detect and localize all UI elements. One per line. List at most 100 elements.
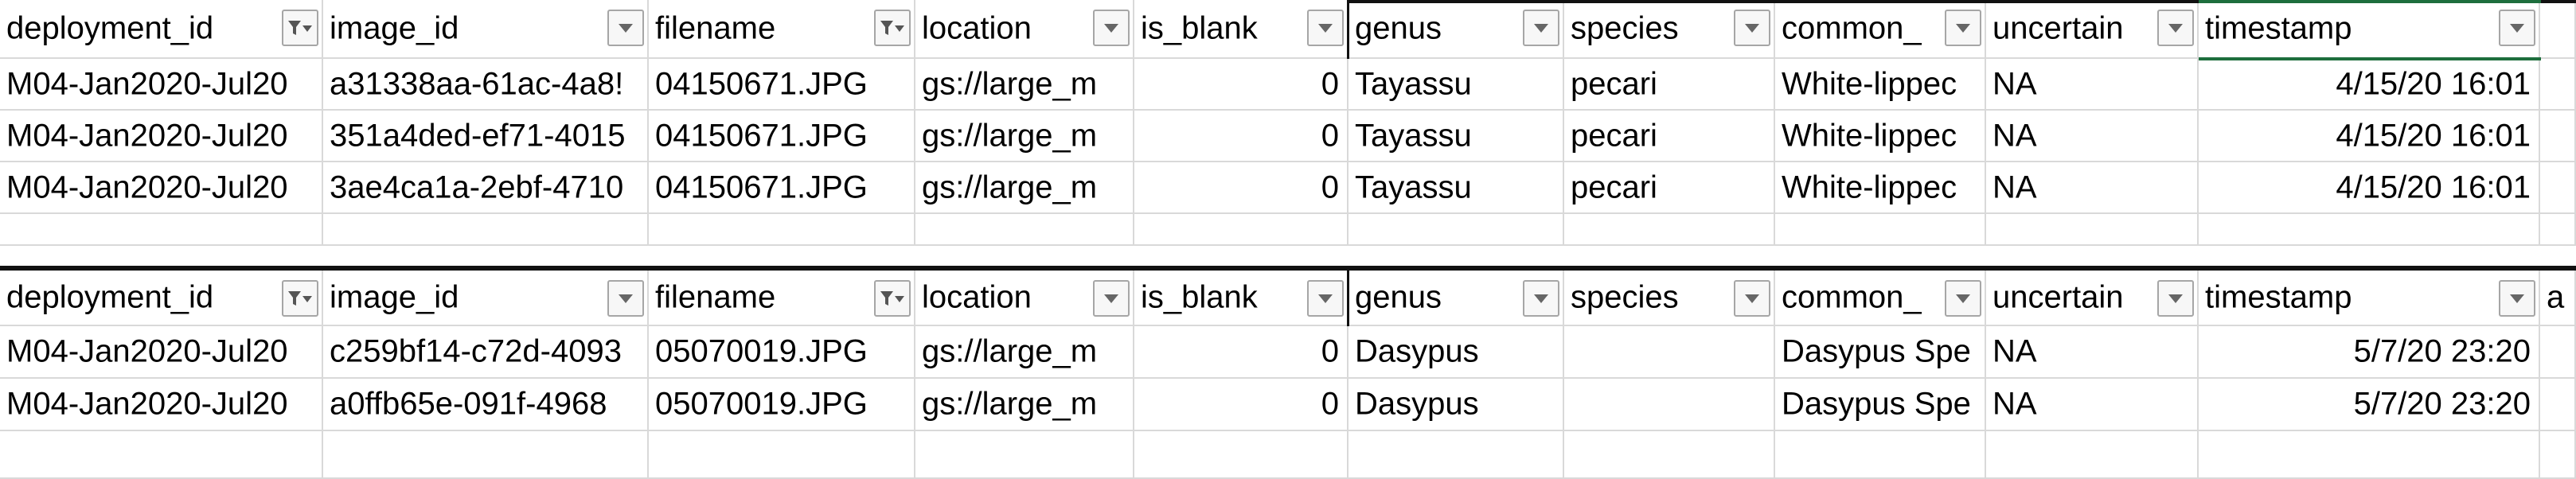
empty-cell[interactable]: [1348, 214, 1564, 246]
cell-is-blank[interactable]: 0: [1134, 59, 1348, 111]
empty-cell[interactable]: [1775, 431, 1986, 479]
cell-filename[interactable]: 04150671.JPG: [649, 59, 915, 111]
column-header-filename[interactable]: filename: [649, 0, 915, 59]
column-header-uncertain[interactable]: uncertain: [1986, 271, 2199, 326]
cell-species[interactable]: [1564, 326, 1775, 379]
cell-filename[interactable]: 05070019.JPG: [649, 326, 915, 379]
column-header-genus[interactable]: genus: [1348, 0, 1564, 59]
column-header-genus[interactable]: genus: [1348, 271, 1564, 326]
column-header-is-blank[interactable]: is_blank: [1134, 0, 1348, 59]
column-header-location[interactable]: location: [915, 0, 1134, 59]
cell-deployment-id[interactable]: M04-Jan2020-Jul20: [0, 59, 323, 111]
cell-species[interactable]: pecari: [1564, 162, 1775, 214]
cell-species[interactable]: pecari: [1564, 59, 1775, 111]
filter-active-icon[interactable]: [874, 280, 911, 317]
cell-filename[interactable]: 04150671.JPG: [649, 162, 915, 214]
column-header-common-name[interactable]: common_: [1775, 0, 1986, 59]
filter-dropdown-icon[interactable]: [1734, 280, 1770, 317]
cell-genus[interactable]: Tayassu: [1348, 111, 1564, 162]
cell-deployment-id[interactable]: M04-Jan2020-Jul20: [0, 379, 323, 431]
column-header-species[interactable]: species: [1564, 0, 1775, 59]
column-header-extra[interactable]: [2540, 0, 2576, 59]
cell-uncertain[interactable]: NA: [1986, 326, 2199, 379]
filter-dropdown-icon[interactable]: [1523, 280, 1559, 317]
filter-dropdown-icon[interactable]: [607, 280, 644, 317]
empty-cell[interactable]: [1564, 431, 1775, 479]
empty-cell[interactable]: [1134, 214, 1348, 246]
filter-dropdown-icon[interactable]: [2499, 280, 2535, 317]
empty-cell[interactable]: [1986, 431, 2199, 479]
filter-dropdown-icon[interactable]: [1734, 10, 1770, 46]
cell-genus[interactable]: Tayassu: [1348, 162, 1564, 214]
column-header-is-blank[interactable]: is_blank: [1134, 271, 1348, 326]
filter-dropdown-icon[interactable]: [2499, 10, 2535, 46]
empty-cell[interactable]: [915, 214, 1134, 246]
cell-common-name[interactable]: White-lippec: [1775, 162, 1986, 214]
cell-common-name[interactable]: White-lippec: [1775, 111, 1986, 162]
empty-cell[interactable]: [2540, 214, 2576, 246]
cell-extra[interactable]: [2540, 379, 2576, 431]
cell-deployment-id[interactable]: M04-Jan2020-Jul20: [0, 326, 323, 379]
cell-deployment-id[interactable]: M04-Jan2020-Jul20: [0, 162, 323, 214]
empty-cell[interactable]: [649, 214, 915, 246]
filter-dropdown-icon[interactable]: [1523, 10, 1559, 46]
cell-is-blank[interactable]: 0: [1134, 111, 1348, 162]
column-header-image-id[interactable]: image_id: [323, 271, 649, 326]
cell-common-name[interactable]: Dasypus Spe: [1775, 379, 1986, 431]
cell-location[interactable]: gs://large_m: [915, 379, 1134, 431]
column-header-image-id[interactable]: image_id: [323, 0, 649, 59]
cell-image-id[interactable]: 351a4ded-ef71-4015: [323, 111, 649, 162]
filter-dropdown-icon[interactable]: [1307, 280, 1344, 317]
filter-dropdown-icon[interactable]: [2157, 10, 2194, 46]
cell-timestamp[interactable]: 4/15/20 16:01: [2199, 111, 2540, 162]
cell-filename[interactable]: 05070019.JPG: [649, 379, 915, 431]
cell-genus[interactable]: Dasypus: [1348, 326, 1564, 379]
column-header-deployment-id[interactable]: deployment_id: [0, 0, 323, 59]
cell-uncertain[interactable]: NA: [1986, 111, 2199, 162]
cell-uncertain[interactable]: NA: [1986, 59, 2199, 111]
cell-timestamp[interactable]: 5/7/20 23:20: [2199, 326, 2540, 379]
empty-cell[interactable]: [2199, 214, 2540, 246]
empty-cell[interactable]: [323, 214, 649, 246]
empty-cell[interactable]: [2199, 431, 2540, 479]
empty-cell[interactable]: [1564, 214, 1775, 246]
filter-dropdown-icon[interactable]: [1307, 10, 1344, 46]
empty-cell[interactable]: [2540, 431, 2576, 479]
cell-image-id[interactable]: c259bf14-c72d-4093: [323, 326, 649, 379]
cell-filename[interactable]: 04150671.JPG: [649, 111, 915, 162]
empty-cell[interactable]: [649, 431, 915, 479]
cell-extra[interactable]: [2540, 162, 2576, 214]
cell-deployment-id[interactable]: M04-Jan2020-Jul20: [0, 111, 323, 162]
cell-species[interactable]: [1564, 379, 1775, 431]
cell-genus[interactable]: Dasypus: [1348, 379, 1564, 431]
column-header-timestamp[interactable]: timestamp: [2199, 0, 2540, 59]
empty-cell[interactable]: [0, 431, 323, 479]
empty-cell[interactable]: [1986, 214, 2199, 246]
cell-common-name[interactable]: Dasypus Spe: [1775, 326, 1986, 379]
column-header-extra[interactable]: a: [2540, 271, 2576, 326]
filter-dropdown-icon[interactable]: [2157, 280, 2194, 317]
cell-uncertain[interactable]: NA: [1986, 162, 2199, 214]
filter-active-icon[interactable]: [282, 280, 318, 317]
cell-extra[interactable]: [2540, 59, 2576, 111]
column-header-timestamp[interactable]: timestamp: [2199, 271, 2540, 326]
filter-dropdown-icon[interactable]: [607, 10, 644, 46]
filter-dropdown-icon[interactable]: [1093, 10, 1130, 46]
cell-is-blank[interactable]: 0: [1134, 379, 1348, 431]
filter-active-icon[interactable]: [282, 10, 318, 46]
empty-cell[interactable]: [1348, 431, 1564, 479]
cell-location[interactable]: gs://large_m: [915, 326, 1134, 379]
cell-location[interactable]: gs://large_m: [915, 111, 1134, 162]
cell-is-blank[interactable]: 0: [1134, 326, 1348, 379]
cell-location[interactable]: gs://large_m: [915, 162, 1134, 214]
cell-location[interactable]: gs://large_m: [915, 59, 1134, 111]
empty-cell[interactable]: [1134, 431, 1348, 479]
empty-cell[interactable]: [1775, 214, 1986, 246]
cell-image-id[interactable]: a31338aa-61ac-4a8!: [323, 59, 649, 111]
cell-genus[interactable]: Tayassu: [1348, 59, 1564, 111]
cell-image-id[interactable]: a0ffb65e-091f-4968: [323, 379, 649, 431]
cell-image-id[interactable]: 3ae4ca1a-2ebf-4710: [323, 162, 649, 214]
column-header-uncertain[interactable]: uncertain: [1986, 0, 2199, 59]
filter-dropdown-icon[interactable]: [1945, 280, 1981, 317]
filter-dropdown-icon[interactable]: [1093, 280, 1130, 317]
